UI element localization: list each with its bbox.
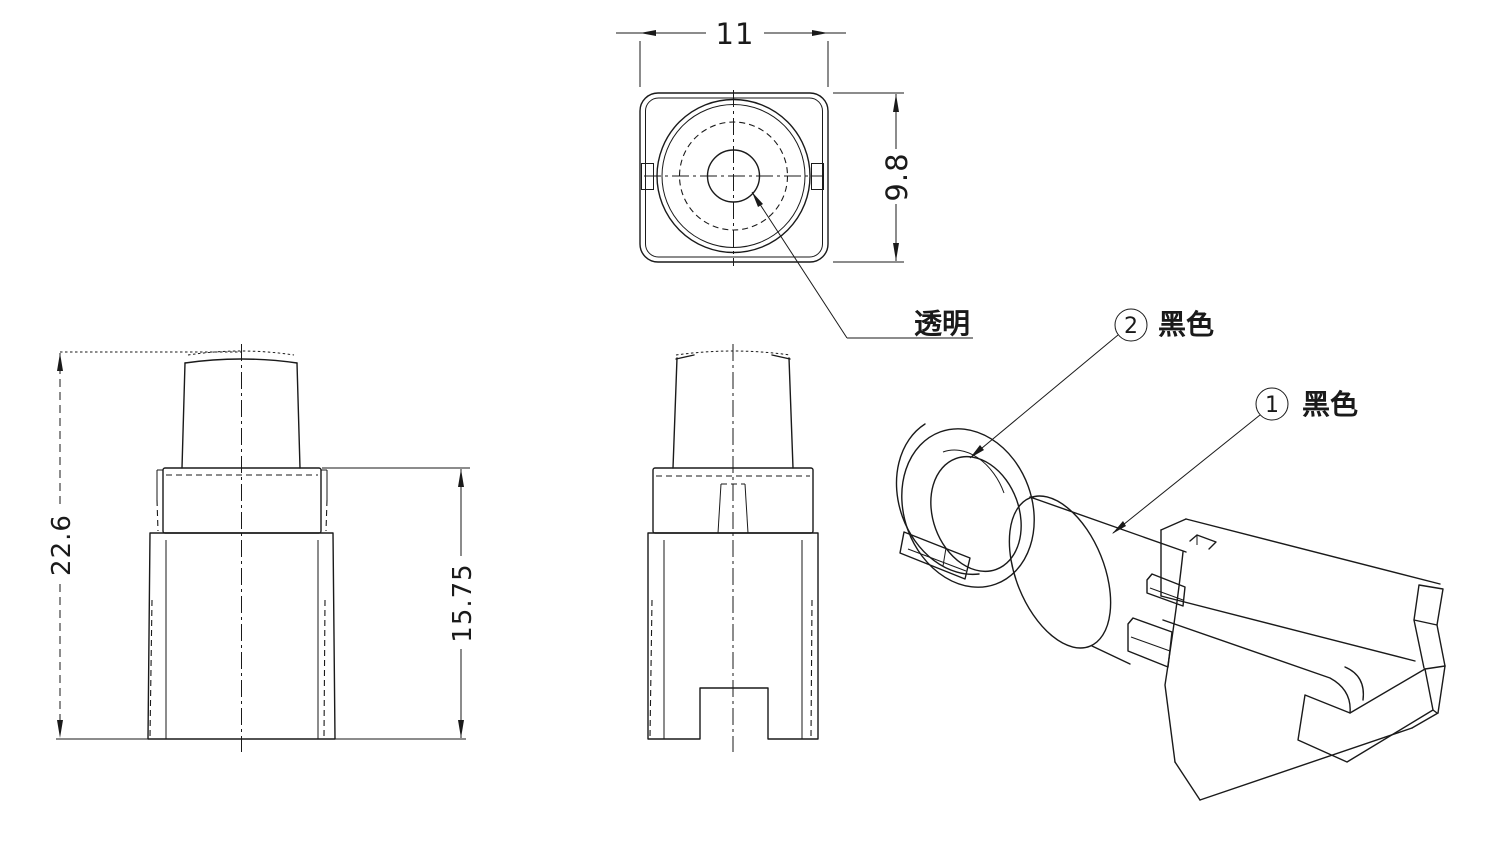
side-view [647, 344, 819, 752]
transparent-label: 透明 [914, 307, 970, 340]
ring-bore [930, 455, 1022, 573]
balloon-2-circle [1114, 308, 1148, 342]
part-1-color-label: 黑色 [1302, 388, 1358, 421]
top-view-right-tab [811, 163, 824, 190]
ring-bore-depth [942, 449, 1005, 494]
dim-body-height: 15.75 [322, 467, 478, 738]
body-pin-2 [1127, 617, 1173, 668]
dim-top-width: 11 [616, 17, 846, 87]
dim-top-height: 9.8 [833, 92, 914, 263]
front-cap-dome-hidden [187, 350, 295, 356]
dim-top-height-text: 9.8 [880, 152, 914, 201]
dim-overall-height-text: 22.6 [47, 514, 77, 576]
callout-part-1: 1 黑色 [1112, 387, 1358, 534]
balloon-2-number: 2 [1124, 314, 1138, 339]
callout-transparent: 透明 [751, 191, 973, 340]
body-top-tab [1189, 534, 1217, 550]
balloon-1-number: 1 [1265, 393, 1279, 418]
ring-outer-face [901, 428, 1035, 588]
dim-top-width-text: 11 [716, 17, 755, 51]
side-body [647, 532, 819, 740]
exploded-ring-part [895, 423, 1035, 588]
exploded-body-part [1008, 495, 1446, 801]
callout-part-2: 2 黑色 [969, 308, 1214, 459]
body-front-plate-edge [1162, 619, 1351, 714]
body-right-corner [1413, 584, 1444, 626]
ring-back-silhouette [895, 423, 980, 576]
balloon-1-circle [1255, 387, 1289, 421]
dim-body-height-text: 15.75 [448, 563, 478, 642]
body-cylinder-face [1008, 495, 1112, 649]
part-2-color-label: 黑色 [1158, 308, 1214, 341]
top-view: 11 9.8 透明 [616, 17, 973, 340]
front-view: 22.6 15.75 [47, 344, 478, 752]
body-front-plate-curve [1344, 666, 1365, 701]
dim-overall-height: 22.6 [47, 351, 466, 740]
ring-slot [899, 531, 971, 580]
body-front-left-curve [1164, 551, 1184, 763]
body-channel-slot [1297, 668, 1434, 763]
